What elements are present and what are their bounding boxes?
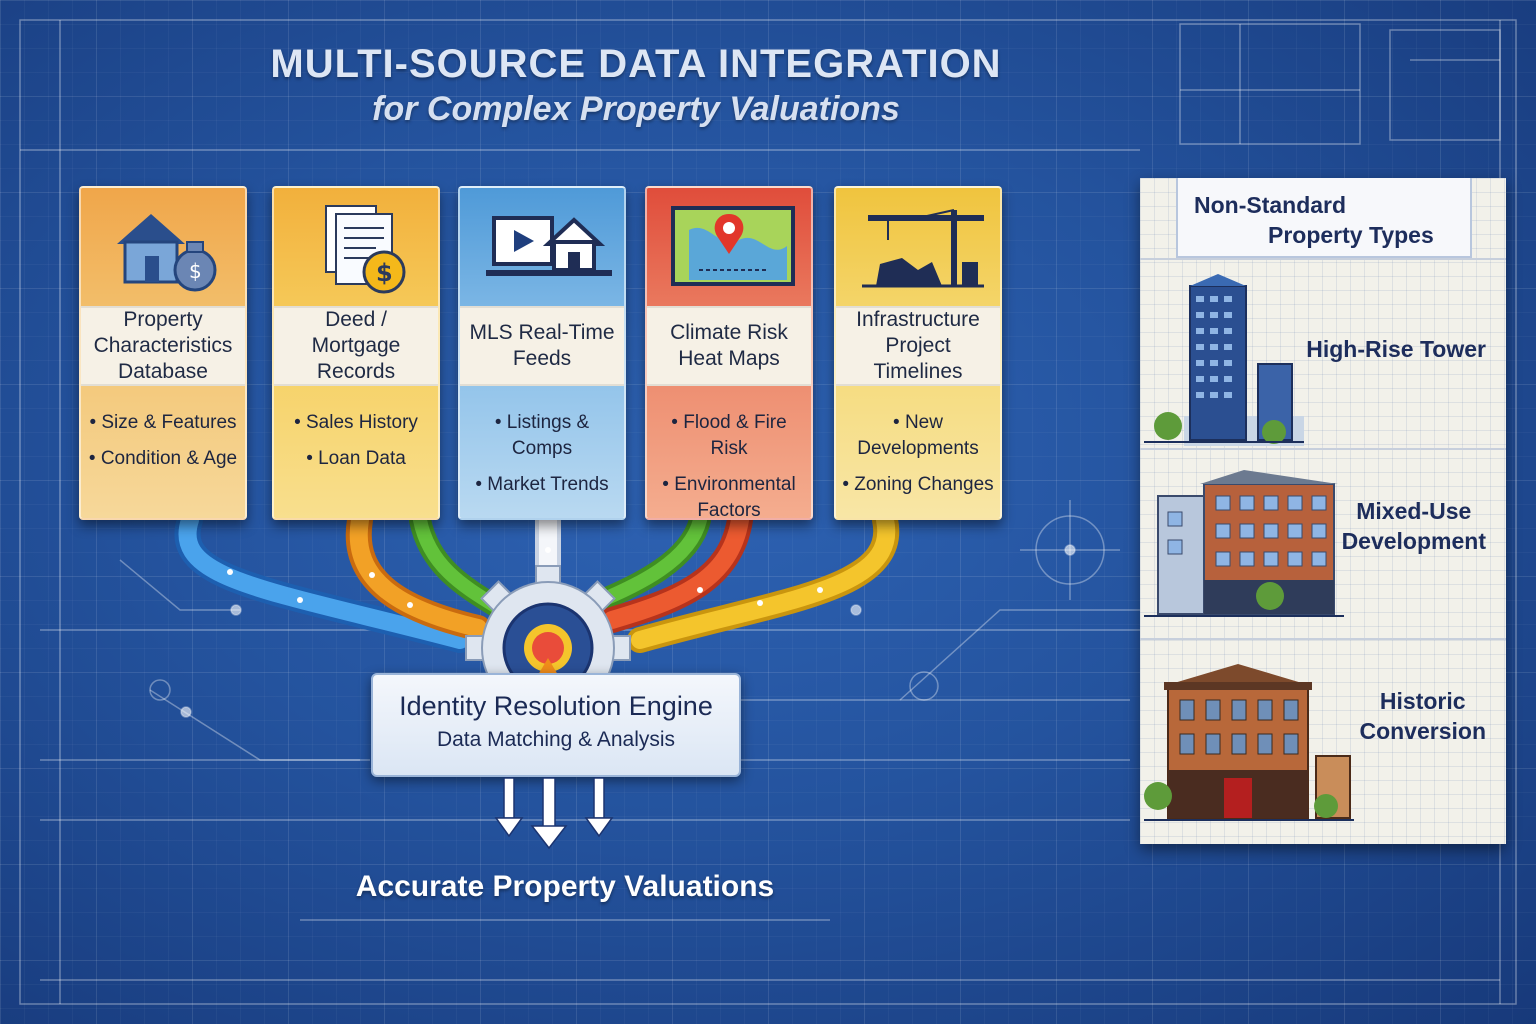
source-label: MLS Real-Time Feeds [460, 306, 624, 386]
source-bullet: • Zoning Changes [842, 474, 994, 495]
diagram-subtitle: for Complex Property Valuations [372, 90, 900, 128]
monitor-with-house-icon [486, 216, 612, 276]
property-type-label-line2: Development [1341, 528, 1486, 554]
source-bullet: • New Developments [857, 412, 979, 459]
source-bullet: • Market Trends [475, 474, 609, 495]
property-type-label: Historic Conversion [1359, 686, 1486, 746]
source-card-property-characteristics: $ Property Characteristics Database • Si… [79, 186, 247, 520]
panel-header-line2: Property Types [1268, 222, 1434, 248]
property-type-label-line2: Conversion [1359, 718, 1486, 744]
non-standard-property-panel: Non-Standard Property Types High-Rise To… [1140, 178, 1506, 844]
source-bullet: • Sales History [294, 412, 418, 433]
svg-text:$: $ [189, 259, 202, 283]
high-rise-tower-illustration [1144, 274, 1304, 446]
engine-subtitle: Data Matching & Analysis [436, 728, 676, 751]
construction-crane-icon [862, 209, 984, 288]
source-bullet: • Condition & Age [88, 448, 238, 469]
source-bullet: • Loan Data [306, 448, 406, 469]
result-label: Accurate Property Valuations [355, 870, 775, 903]
house-with-money-bag-icon: $ [117, 214, 217, 292]
diagram-title: MULTI-SOURCE DATA INTEGRATION [270, 42, 1002, 86]
property-type-historic: Historic Conversion [1140, 638, 1506, 844]
svg-text:$: $ [376, 259, 393, 287]
historic-building-illustration [1144, 664, 1354, 821]
source-bullet: • Flood & Fire Risk [671, 412, 787, 459]
property-type-high-rise: High-Rise Tower [1140, 258, 1506, 450]
documents-with-dollar-coin-icon: $ [325, 205, 406, 294]
panel-header: Non-Standard Property Types [1176, 178, 1472, 258]
source-label: Deed / Mortgage Records [274, 306, 438, 386]
source-card-deed-mortgage: $ Deed / Mortgage Records • Sales Histor… [272, 186, 440, 520]
property-type-label-line1: Historic [1379, 688, 1466, 714]
source-label: Climate Risk Heat Maps [647, 306, 811, 386]
property-type-mixed-use: Mixed-Use Development [1140, 448, 1506, 640]
source-bullet: • Size & Features [89, 412, 237, 433]
source-bullet: • Listings & Comps [494, 412, 590, 459]
engine-title: Identity Resolution Engine [399, 691, 713, 721]
source-label: Property Characteristics Database [81, 306, 245, 386]
source-card-infrastructure: Infrastructure Project Timelines • New D… [834, 186, 1002, 520]
source-card-climate-risk: Climate Risk Heat Maps • Flood & Fire Ri… [645, 186, 813, 520]
source-card-mls: MLS Real-Time Feeds • Listings & Comps •… [458, 186, 626, 520]
identity-resolution-engine: Identity Resolution Engine Data Matching… [371, 673, 741, 777]
property-type-label: High-Rise Tower [1306, 336, 1486, 362]
mixed-use-building-illustration [1144, 470, 1344, 617]
panel-header-line1: Non-Standard [1194, 192, 1347, 218]
map-with-pin-icon [671, 206, 795, 286]
source-label: Infrastructure Project Timelines [836, 306, 1000, 386]
property-type-label: Mixed-Use Development [1342, 496, 1486, 556]
property-type-label-line1: Mixed-Use [1356, 498, 1472, 524]
source-bullet: • Environmental Factors [662, 474, 796, 520]
